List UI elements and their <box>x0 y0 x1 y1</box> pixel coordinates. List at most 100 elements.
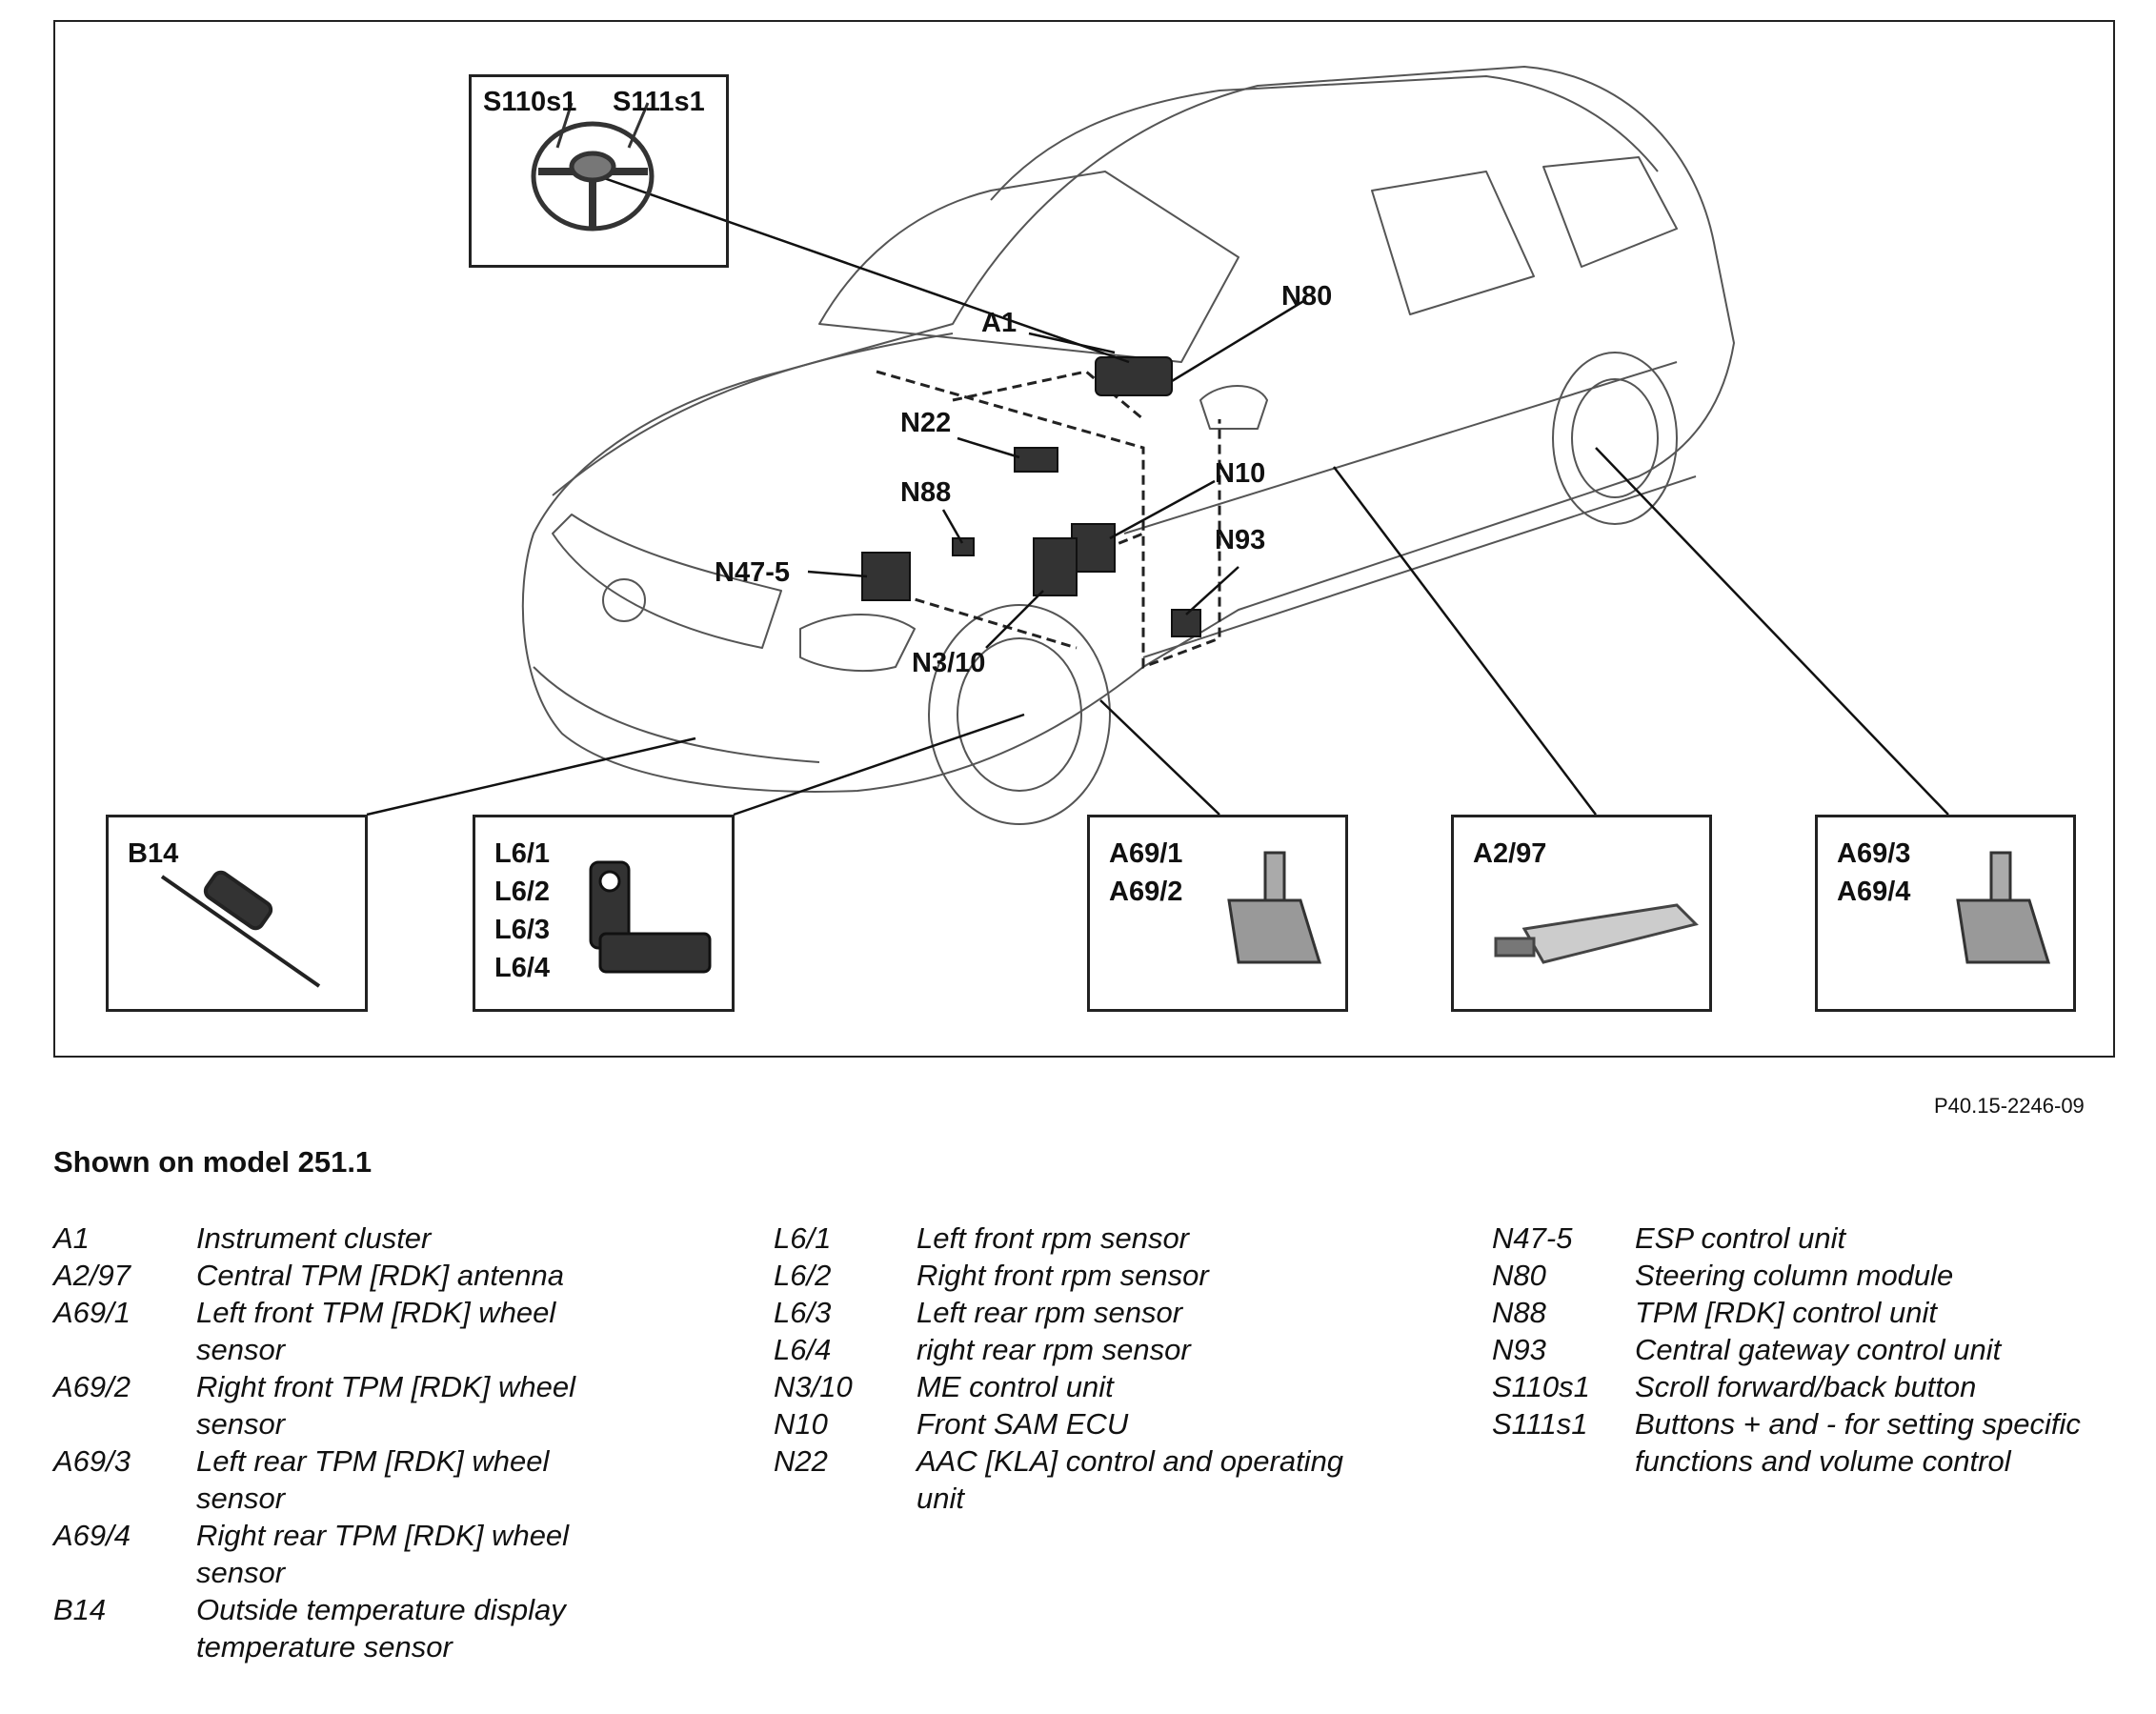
wiring-harness <box>876 370 1221 670</box>
legend-row: A1 Instrument cluster <box>53 1220 644 1257</box>
legend-row: N22 AAC [KLA] control and operating unit <box>774 1442 1393 1517</box>
legend-desc: TPM [RDK] control unit <box>1635 1296 1937 1329</box>
legend-code: S110s1 <box>1492 1370 1590 1403</box>
front-wheel-rim <box>957 637 1082 792</box>
legend-code: L6/2 <box>774 1259 832 1292</box>
legend-code: N80 <box>1492 1259 1546 1292</box>
leader-a69-rear <box>1595 447 1949 816</box>
a69-front-sensor-illustration <box>1227 851 1322 964</box>
legend-row: A69/2 Right front TPM [RDK] wheel sensor <box>53 1368 644 1442</box>
legend-code: A69/3 <box>53 1444 131 1478</box>
callout-n80: N80 <box>1281 281 1333 312</box>
legend-code: L6/3 <box>774 1296 832 1329</box>
inset-label-s111s1: S111s1 <box>613 87 705 117</box>
leader-l6 <box>733 713 1025 817</box>
legend-code: N3/10 <box>774 1370 853 1403</box>
legend-code: S111s1 <box>1492 1407 1588 1441</box>
inset-label-l6-4: L6/4 <box>494 953 551 983</box>
callout-n3-10: N3/10 <box>912 648 986 678</box>
wiring-branch-2 <box>885 589 1078 650</box>
component-n47-5 <box>861 552 911 601</box>
car-windshield <box>818 171 1239 363</box>
legend-column-1: A1 Instrument cluster A2/97 Central TPM [R… <box>53 1220 644 1665</box>
callout-n22: N22 <box>900 408 952 438</box>
inset-b14: B14 <box>106 815 368 1012</box>
a2-97-antenna-illustration <box>1494 903 1699 964</box>
legend-desc: Instrument cluster <box>196 1221 432 1255</box>
component-n88 <box>952 537 975 556</box>
inset-labels-a69-front: A69/1 A69/2 <box>1109 835 1182 911</box>
legend-code: A1 <box>53 1221 90 1255</box>
legend-code: A69/4 <box>53 1519 131 1552</box>
leader-n93 <box>1185 566 1239 615</box>
car-side-window-rear <box>1542 156 1678 268</box>
legend-desc: Front SAM ECU <box>917 1407 1129 1441</box>
legend-row: N88 TPM [RDK] control unit <box>1492 1294 2102 1331</box>
component-n93 <box>1171 609 1201 637</box>
legend-desc: Central TPM [RDK] antenna <box>196 1259 564 1292</box>
legend-desc: Central gateway control unit <box>1635 1333 2002 1366</box>
inset-label-a69-4: A69/4 <box>1837 877 1911 907</box>
legend-row: B14 Outside temperature display temperatu… <box>53 1591 644 1665</box>
legend-row: A2/97 Central TPM [RDK] antenna <box>53 1257 644 1294</box>
legend-row: A69/3 Left rear TPM [RDK] wheel sensor <box>53 1442 644 1517</box>
inset-label-l6-1: L6/1 <box>494 838 551 869</box>
leader-b14 <box>366 736 696 817</box>
inset-steering-switches: S110s1 S111s1 <box>469 74 729 268</box>
steering-wheel-illustration <box>531 102 655 232</box>
legend-desc: AAC [KLA] control and operating unit <box>917 1444 1344 1515</box>
legend-desc: Right front TPM [RDK] wheel sensor <box>196 1370 575 1441</box>
leader-n80 <box>1171 298 1306 383</box>
legend-code: A69/2 <box>53 1370 131 1403</box>
front-wheel <box>928 604 1111 825</box>
legend-desc: Buttons + and - for setting specific fun… <box>1635 1407 2081 1478</box>
legend-code: L6/1 <box>774 1221 832 1255</box>
inset-label-a69-2: A69/2 <box>1109 877 1183 907</box>
legend-desc: Left rear TPM [RDK] wheel sensor <box>196 1444 550 1515</box>
legend-row: S111s1 Buttons + and - for setting specif… <box>1492 1405 2102 1480</box>
legend-desc: Left front TPM [RDK] wheel sensor <box>196 1296 556 1366</box>
leader-a69-front <box>1099 699 1220 816</box>
leader-a1 <box>1028 332 1116 354</box>
legend-desc: Right front rpm sensor <box>917 1259 1209 1292</box>
legend-code: A2/97 <box>53 1259 131 1292</box>
car-mirror <box>1199 385 1268 430</box>
leader-n47-5 <box>807 570 868 578</box>
legend-row: L6/2 Right front rpm sensor <box>774 1257 1393 1294</box>
car-roof <box>990 75 1659 201</box>
legend-desc: right rear rpm sensor <box>917 1333 1191 1366</box>
inset-label-a69-1: A69/1 <box>1109 838 1183 869</box>
figure-frame <box>53 20 2115 1058</box>
legend-code: N93 <box>1492 1333 1546 1366</box>
callout-a1: A1 <box>981 308 1018 338</box>
b14-sensor-illustration <box>160 870 321 988</box>
callout-n10: N10 <box>1215 458 1266 489</box>
legend-desc: ESP control unit <box>1635 1221 1846 1255</box>
legend-desc: Left front rpm sensor <box>917 1221 1190 1255</box>
legend-desc: Outside temperature display temperature … <box>196 1593 566 1664</box>
legend-code: N88 <box>1492 1296 1546 1329</box>
legend-column-2: L6/1 Left front rpm sensor L6/2 Right fron… <box>774 1220 1393 1517</box>
legend-desc: ME control unit <box>917 1370 1114 1403</box>
car-diagram <box>160 66 2051 988</box>
leader-steering <box>571 165 1130 364</box>
inset-label-l6-2: L6/2 <box>494 877 551 907</box>
callout-n47-5: N47-5 <box>715 557 790 588</box>
car-body-outline <box>521 66 1735 793</box>
component-n3-10 <box>1033 537 1078 596</box>
car-sill <box>1142 475 1697 658</box>
callout-n93: N93 <box>1215 525 1266 555</box>
car-hood <box>552 333 954 496</box>
leader-n3-10 <box>985 590 1044 649</box>
legend-code: B14 <box>53 1593 107 1626</box>
callout-n88: N88 <box>900 477 952 508</box>
legend-code: N22 <box>774 1444 828 1478</box>
leader-a2-97 <box>1333 466 1597 816</box>
car-front-bumper <box>533 666 820 763</box>
